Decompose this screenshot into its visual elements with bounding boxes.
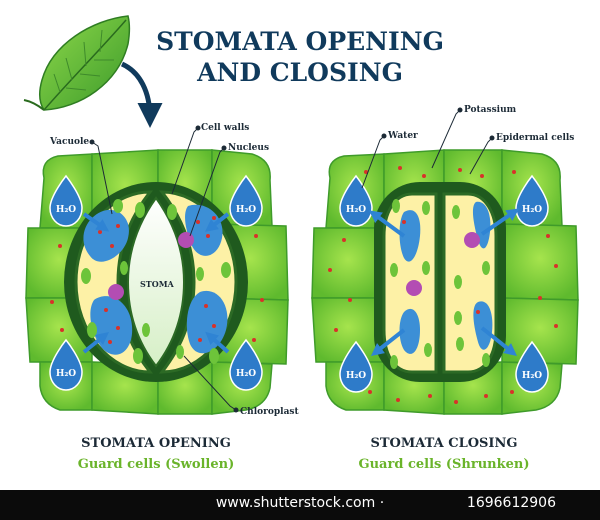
watermark-separator: ·	[379, 495, 385, 511]
water-drop-icon	[515, 174, 549, 227]
opening-subcaption: Guard cells (Swollen)	[77, 457, 235, 472]
label-epidermal-cells: Epidermal cells	[496, 133, 574, 143]
h2o-label: H₂O	[522, 205, 542, 215]
label-potassium: Potassium	[464, 105, 517, 115]
h2o-label: H₂O	[56, 205, 76, 215]
nucleus-right	[178, 232, 194, 248]
watermark-text: www.shutterstock.com · 1696612906	[0, 495, 600, 511]
leaf-to-cell-arrow	[120, 61, 163, 128]
chloroplasts-right	[390, 199, 490, 369]
stoma-pore	[126, 196, 186, 368]
closing-caption: STOMATA CLOSING	[370, 436, 518, 451]
opening-caption: STOMATA OPENING	[81, 436, 231, 451]
h2o-label: H₂O	[56, 369, 76, 379]
h2o-label: H₂O	[236, 205, 256, 215]
vacuole-left-lower	[399, 308, 420, 354]
label-water: Water	[387, 131, 418, 141]
label-leader-dots	[89, 107, 495, 413]
water-drop-icon	[229, 338, 263, 391]
water-drop-icon	[49, 174, 83, 227]
h2o-label: H₂O	[236, 369, 256, 379]
label-cell-walls: Cell walls	[201, 123, 249, 133]
opening-diagram	[25, 149, 289, 415]
page-title: STOMATA OPENING AND CLOSING	[150, 26, 450, 88]
nucleus-left	[108, 284, 124, 300]
chloroplasts-left	[81, 199, 231, 364]
water-drop-icon	[339, 174, 373, 227]
watermark-image-id: 1696612906	[466, 495, 556, 511]
label-nucleus: Nucleus	[228, 143, 269, 153]
closing-diagram	[311, 149, 579, 415]
water-outflow-arrows	[368, 208, 520, 356]
h2o-label: H₂O	[346, 371, 366, 381]
closing-subcaption: Guard cells (Shrunken)	[358, 457, 530, 472]
title-line-2: AND CLOSING	[197, 58, 403, 87]
water-drop-icon	[229, 174, 263, 227]
water-drop-icon	[49, 338, 83, 391]
watermark-site: www.shutterstock.com	[215, 495, 376, 511]
h2o-label: H₂O	[522, 371, 542, 381]
water-drop-icon	[515, 340, 549, 393]
label-chloroplast: Chloroplast	[240, 407, 299, 417]
h2o-label: H₂O	[346, 205, 366, 215]
watermark-bar: www.shutterstock.com · 1696612906	[0, 490, 600, 520]
title-line-1: STOMATA OPENING	[156, 27, 444, 56]
water-drop-icon	[339, 340, 373, 393]
nucleus-right	[464, 232, 480, 248]
label-stoma: STOMA	[140, 279, 175, 289]
nucleus-left	[406, 280, 422, 296]
water-inflow-arrows	[82, 212, 230, 354]
potassium-ions-opening	[50, 216, 264, 344]
leaf-icon	[23, 15, 131, 111]
label-vacuole: Vacuole	[49, 137, 89, 147]
